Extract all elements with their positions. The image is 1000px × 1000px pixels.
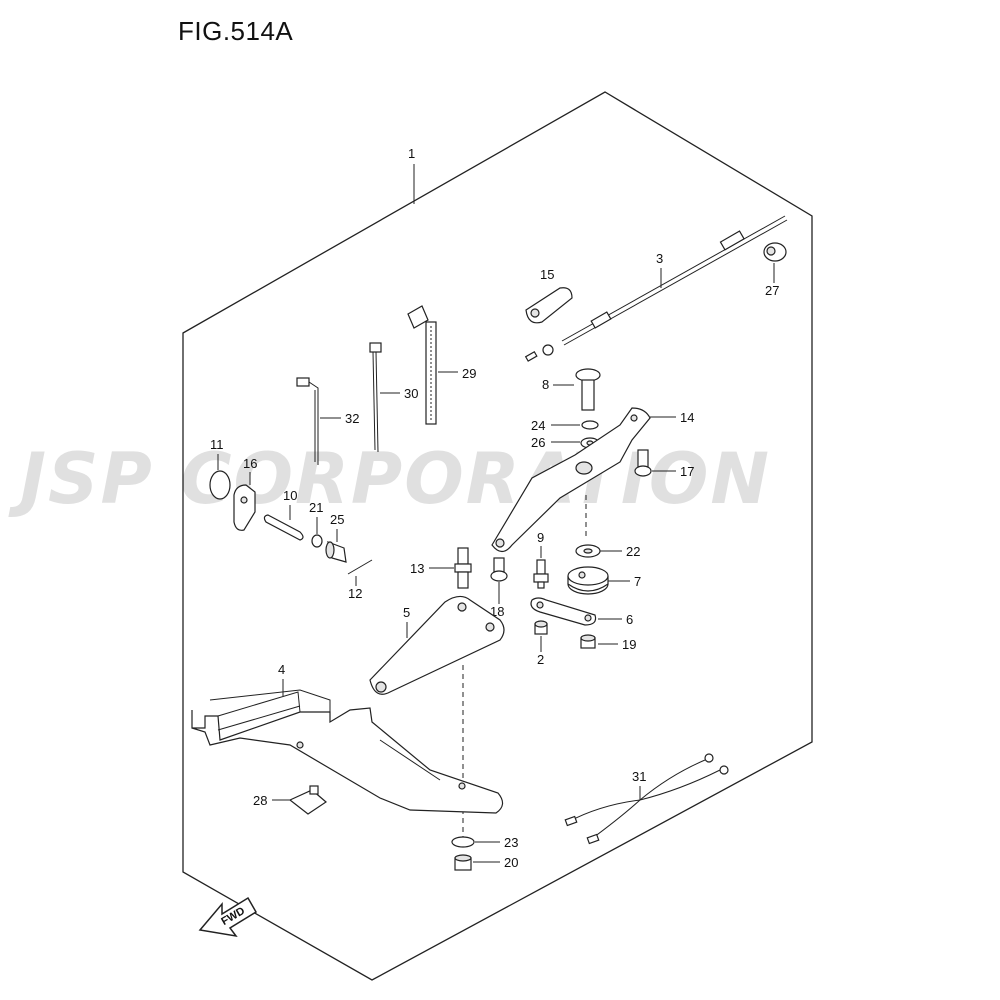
part-30-cable-tie xyxy=(369,342,382,453)
callout-26: 26 xyxy=(531,435,580,450)
callout-27: 27 xyxy=(765,263,779,298)
svg-text:24: 24 xyxy=(531,418,545,433)
svg-text:22: 22 xyxy=(626,544,640,559)
svg-text:27: 27 xyxy=(765,283,779,298)
callout-25: 25 xyxy=(330,512,344,542)
callout-3: 3 xyxy=(656,251,663,288)
callout-14: 14 xyxy=(650,410,694,425)
callout-19: 19 xyxy=(598,637,636,652)
figure-title: FIG.514A xyxy=(178,16,294,46)
callout-9: 9 xyxy=(537,530,544,558)
callout-30: 30 xyxy=(380,386,418,401)
part-17-bolt xyxy=(634,449,652,477)
callout-20: 20 xyxy=(473,855,518,870)
part-21-washer xyxy=(311,534,323,548)
svg-text:31: 31 xyxy=(632,769,646,784)
callout-23: 23 xyxy=(475,835,518,850)
callout-12: 12 xyxy=(348,576,362,601)
callout-10: 10 xyxy=(283,488,297,520)
part-18-bolt xyxy=(490,557,508,582)
svg-text:9: 9 xyxy=(537,530,544,545)
callout-29: 29 xyxy=(438,366,476,381)
svg-text:16: 16 xyxy=(243,456,257,471)
svg-text:17: 17 xyxy=(680,464,694,479)
part-31-harness xyxy=(564,753,729,845)
callout-22: 22 xyxy=(600,544,640,559)
part-13-stud-bolt xyxy=(454,547,472,589)
svg-text:10: 10 xyxy=(283,488,297,503)
svg-text:7: 7 xyxy=(634,574,641,589)
svg-text:19: 19 xyxy=(622,637,636,652)
part-8-bolt xyxy=(575,368,601,411)
svg-text:32: 32 xyxy=(345,411,359,426)
svg-text:11: 11 xyxy=(210,437,224,452)
callout-24: 24 xyxy=(531,418,580,433)
part-27-bushing xyxy=(763,242,787,262)
callout-28: 28 xyxy=(253,793,290,808)
part-11-o-ring xyxy=(209,470,231,500)
svg-text:12: 12 xyxy=(348,586,362,601)
part-28-fitting xyxy=(288,785,327,815)
part-24-washer xyxy=(581,420,599,430)
part-3-cable xyxy=(524,215,788,362)
callout-16: 16 xyxy=(243,456,257,485)
part-29-cable-tie xyxy=(407,305,437,425)
callout-2: 2 xyxy=(537,636,544,667)
svg-text:13: 13 xyxy=(410,561,424,576)
callout-31: 31 xyxy=(632,769,646,800)
part-9-stud xyxy=(533,559,549,589)
callout-21: 21 xyxy=(309,500,323,534)
callout-6: 6 xyxy=(598,612,633,627)
svg-text:4: 4 xyxy=(278,662,285,677)
part-6-link-plate xyxy=(530,597,597,626)
svg-text:29: 29 xyxy=(462,366,476,381)
svg-text:14: 14 xyxy=(680,410,694,425)
callout-8: 8 xyxy=(542,377,574,392)
callout-11: 11 xyxy=(210,437,224,470)
part-23-washer xyxy=(451,836,475,848)
part-25-collar xyxy=(325,541,347,563)
callout-4: 4 xyxy=(278,662,285,696)
part-16-holder xyxy=(233,484,256,531)
part-12-cotter-pin xyxy=(347,559,373,575)
callout-7: 7 xyxy=(608,574,641,589)
svg-text:6: 6 xyxy=(626,612,633,627)
part-22-washer xyxy=(575,544,601,558)
svg-text:20: 20 xyxy=(504,855,518,870)
svg-text:21: 21 xyxy=(309,500,323,515)
svg-text:30: 30 xyxy=(404,386,418,401)
svg-text:8: 8 xyxy=(542,377,549,392)
part-20-nut xyxy=(454,854,472,871)
part-15-clip xyxy=(525,287,573,324)
part-4-base-bracket xyxy=(191,689,504,814)
svg-text:15: 15 xyxy=(540,267,554,282)
callout-5: 5 xyxy=(403,605,410,638)
svg-text:25: 25 xyxy=(330,512,344,527)
callout-18: 18 xyxy=(490,582,504,619)
part-7-cam xyxy=(567,566,609,595)
kit-boundary xyxy=(182,91,813,981)
fwd-arrow: FWD xyxy=(198,896,258,938)
callout-17: 17 xyxy=(652,464,694,479)
callout-15: 15 xyxy=(540,267,554,282)
part-32-cable-tie xyxy=(296,377,319,465)
svg-text:1: 1 xyxy=(408,146,415,161)
part-10-pin xyxy=(263,514,304,541)
svg-text:26: 26 xyxy=(531,435,545,450)
callout-32: 32 xyxy=(320,411,359,426)
svg-text:2: 2 xyxy=(537,652,544,667)
svg-text:23: 23 xyxy=(504,835,518,850)
svg-text:5: 5 xyxy=(403,605,410,620)
callout-13: 13 xyxy=(410,561,454,576)
part-2-nut xyxy=(534,620,548,635)
part-19-nut xyxy=(580,634,596,649)
svg-text:28: 28 xyxy=(253,793,267,808)
part-5-plate xyxy=(369,595,505,695)
callout-1: 1 xyxy=(408,146,415,204)
part-14-bracket xyxy=(491,407,651,553)
svg-text:3: 3 xyxy=(656,251,663,266)
